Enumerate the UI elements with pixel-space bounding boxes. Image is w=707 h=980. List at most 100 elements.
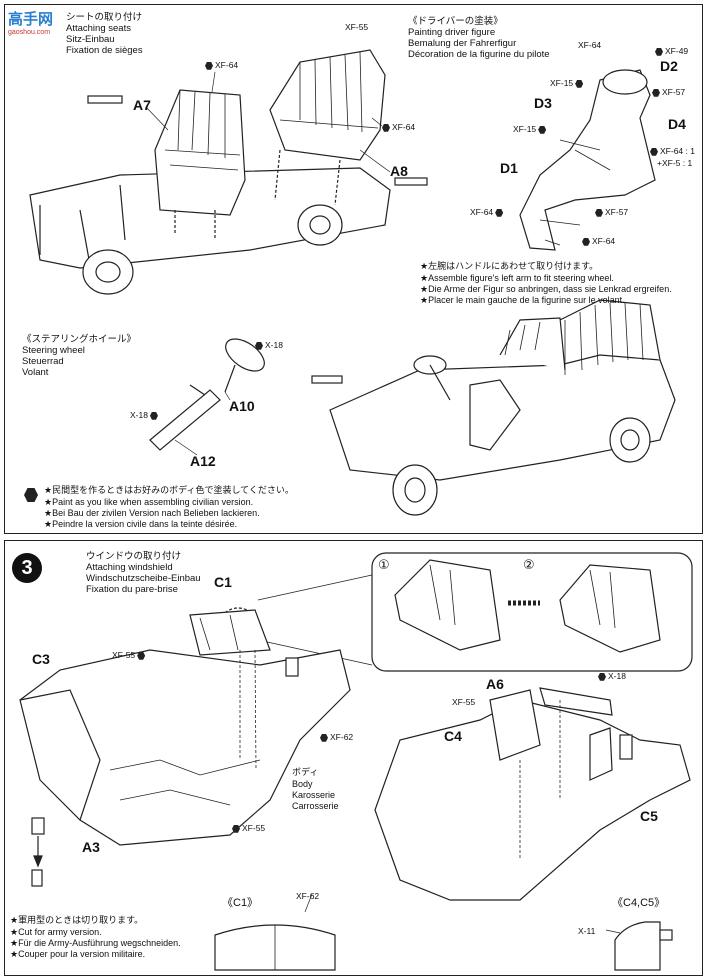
windshield-title-de: Windschutzscheibe-Einbau bbox=[86, 573, 201, 584]
part-a6 bbox=[539, 687, 613, 716]
body-left bbox=[19, 649, 351, 846]
steering-title-en: Steering wheel bbox=[22, 345, 85, 356]
step-3-number: 3 bbox=[12, 553, 42, 583]
army-note-en: ★Cut for army version. bbox=[10, 927, 102, 937]
seat-a8 bbox=[269, 49, 386, 161]
part-label-c4: C4 bbox=[444, 728, 462, 744]
steering-title-fr: Volant bbox=[22, 367, 49, 378]
arm-note-en: ★Assemble figure's left arm to fit steer… bbox=[420, 273, 614, 283]
paint-hex-icon bbox=[495, 208, 504, 217]
paint-mix-xf64: XF-64 : 1 bbox=[650, 146, 695, 156]
seats-title-fr: Fixation de sièges bbox=[66, 45, 143, 56]
steering-title: 《ステアリングホイール》 Steering wheel Steuerrad Vo… bbox=[22, 334, 136, 378]
arm-note-fr: ★Placer le main gauche de la figurine su… bbox=[420, 295, 625, 305]
arm-note: ★左腕はハンドルにあわせて取り付けます。 ★Assemble figure's … bbox=[420, 262, 672, 306]
detail-c4c5-window bbox=[614, 921, 661, 971]
detail-c4c5-title: 《C4,C5》 bbox=[612, 897, 666, 909]
arm-note-jp: ★左腕はハンドルにあわせて取り付けます。 bbox=[420, 262, 599, 272]
part-label-a8: A8 bbox=[390, 163, 408, 179]
body-label: ボディ Body Karosserie Carrosserie bbox=[292, 768, 339, 812]
windshield-title-fr: Fixation du pare-brise bbox=[86, 584, 178, 595]
army-note: ★軍用型のときは切り取ります。 ★Cut for army version. ★… bbox=[10, 916, 181, 960]
windshield-title-en: Attaching windshield bbox=[86, 562, 173, 573]
windshield-title-jp: ウインドウの取り付け bbox=[86, 551, 182, 562]
body-label-en: Body bbox=[292, 779, 313, 789]
paint-x11: X-11 bbox=[578, 926, 596, 936]
seats-title-jp: シートの取り付け bbox=[66, 12, 143, 23]
steering-wheel-a10 bbox=[225, 338, 265, 372]
driver-figure bbox=[519, 69, 656, 251]
part-label-d2: D2 bbox=[660, 58, 678, 74]
paint-hex-icon bbox=[655, 47, 663, 56]
part-label-a12: A12 bbox=[190, 453, 216, 469]
part-label-c1: C1 bbox=[214, 574, 232, 590]
paint-hex-icon bbox=[650, 147, 658, 156]
seats-title-en: Attaching seats bbox=[66, 23, 131, 34]
paint-hex-icon bbox=[382, 123, 390, 132]
paint-xf55-b: XF-55 bbox=[232, 823, 265, 833]
paint-xf55-c: XF-55 bbox=[452, 697, 476, 707]
paint-hex-icon bbox=[255, 341, 263, 350]
part-label-c5: C5 bbox=[640, 808, 658, 824]
paint-xf64-boot: XF-64 bbox=[470, 207, 505, 217]
detail-step-2: ② bbox=[523, 557, 535, 572]
paint-hex-icon bbox=[232, 824, 240, 833]
part-c5 bbox=[589, 727, 613, 781]
glue-tube-a8 bbox=[394, 177, 428, 186]
part-label-a6: A6 bbox=[486, 676, 504, 692]
windshield-title: ウインドウの取り付け Attaching windshield Windschu… bbox=[86, 551, 201, 595]
steering-title-jp: 《ステアリングホイール》 bbox=[22, 334, 137, 345]
paint-x18: X-18 bbox=[598, 671, 626, 681]
paint-hex-icon bbox=[149, 411, 158, 420]
driver-title-de: Bemalung der Fahrerfigur bbox=[408, 38, 517, 49]
paint-xf55-seat: XF-55 bbox=[345, 22, 369, 32]
driver-title-fr: Décoration de la figurine du pilote bbox=[408, 49, 550, 60]
paint-xf57-leg: XF-57 bbox=[595, 207, 628, 217]
paint-hex-icon bbox=[137, 651, 146, 660]
paint-xf62-b: XF-62 bbox=[296, 891, 320, 901]
detail-c1-title: 《C1》 bbox=[222, 897, 259, 909]
watermark-logo: 高手网 gaoshou.com bbox=[8, 10, 54, 36]
paint-xf64-shoe: XF-64 bbox=[582, 236, 615, 246]
paint-xf64-seat2: XF-64 bbox=[382, 122, 415, 132]
part-label-c3: C3 bbox=[32, 651, 50, 667]
paint-hex-icon bbox=[575, 79, 584, 88]
paint-xf49: XF-49 bbox=[655, 46, 688, 56]
body-label-fr: Carrosserie bbox=[292, 801, 339, 811]
part-c4 bbox=[489, 689, 541, 761]
civilian-note-fr: ★Peindre la version civile dans la teint… bbox=[44, 519, 238, 529]
driver-title: 《ドライバーの塗装》 Painting driver figure Bemalu… bbox=[408, 16, 550, 60]
body-label-jp: ボディ bbox=[292, 768, 319, 778]
paint-hex-icon bbox=[582, 237, 590, 246]
paint-hex-icon bbox=[205, 61, 213, 70]
steering-title-de: Steuerrad bbox=[22, 356, 64, 367]
civilian-note-en: ★Paint as you like when assembling civil… bbox=[44, 497, 254, 507]
paint-x18-wheel: X-18 bbox=[255, 340, 283, 350]
part-label-d4: D4 bbox=[668, 116, 686, 132]
driver-title-jp: 《ドライバーの塗装》 bbox=[408, 16, 503, 27]
steering-column-a12 bbox=[149, 389, 221, 451]
civilian-note: ★民間型を作るときはお好みのボディ色で塗装してください。 ★Paint as y… bbox=[44, 486, 294, 530]
part-label-d1: D1 bbox=[500, 160, 518, 176]
part-label-a3: A3 bbox=[82, 839, 100, 855]
part-label-a10: A10 bbox=[229, 398, 255, 414]
army-note-fr: ★Couper pour la version militaire. bbox=[10, 949, 146, 959]
army-note-jp: ★軍用型のときは切り取ります。 bbox=[10, 916, 144, 926]
part-label-a7: A7 bbox=[133, 97, 151, 113]
paint-hex-icon bbox=[538, 125, 547, 134]
driver-cap bbox=[602, 69, 648, 95]
paint-xf55-a: XF-55 bbox=[112, 650, 147, 660]
seats-title-de: Sitz-Einbau bbox=[66, 34, 115, 45]
paint-mix-xf5: +XF-5 : 1 bbox=[657, 158, 693, 168]
arm-note-de: ★Die Arme der Figur so anbringen, dass s… bbox=[420, 284, 672, 294]
paint-x18-column: X-18 bbox=[130, 410, 160, 420]
civilian-note-hex bbox=[24, 488, 40, 502]
part-label-d3: D3 bbox=[534, 95, 552, 111]
paint-hex-icon bbox=[24, 488, 38, 502]
windshield-c1 bbox=[189, 609, 271, 656]
driver-title-en: Painting driver figure bbox=[408, 27, 496, 38]
part-a3-piece bbox=[31, 817, 45, 835]
paint-xf15-hand: XF-15 bbox=[513, 124, 548, 134]
